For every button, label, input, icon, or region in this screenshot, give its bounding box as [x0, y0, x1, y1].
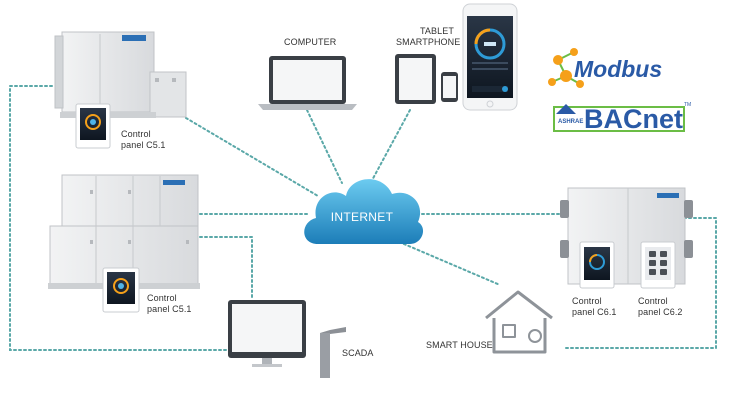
line-cloud-to-house	[389, 237, 501, 286]
scada-box-illustration	[320, 327, 346, 378]
panel-c61-label-line1: Control	[572, 296, 602, 306]
control-panel-c62	[640, 241, 676, 289]
smartphone-label: SMARTPHONE	[396, 37, 461, 47]
scada-label: SCADA	[342, 348, 374, 358]
internet-cloud	[304, 179, 424, 244]
bacnet-logo-text: BACnet	[584, 104, 683, 134]
ashrae-text: ASHRAE	[558, 119, 583, 125]
smart-house-label: SMART HOUSE	[426, 340, 493, 350]
bacnet-logo: ASHRAE BACnet TM	[553, 102, 691, 134]
line-unit-mid-to-scada	[199, 236, 253, 301]
bacnet-tm-text: TM	[684, 102, 691, 108]
tablet-illustration	[395, 54, 436, 104]
line-left-bus	[9, 85, 231, 351]
modbus-logo-text: Modbus	[574, 56, 662, 82]
small-phone-illustration	[441, 72, 458, 102]
tablet-label: TABLET	[420, 26, 454, 36]
connector-lines	[9, 85, 717, 351]
line-phone-to-cloud	[369, 109, 411, 185]
line-unit-top-to-cloud	[185, 117, 319, 197]
panel-c61-label-line2: panel C6.1	[572, 307, 617, 317]
line-computer-to-cloud	[306, 109, 343, 184]
panel-c62-label-line1: Control	[638, 296, 668, 306]
panel-c62-label-line2: panel C6.2	[638, 307, 683, 317]
panel-c51-top-label-line2: panel C5.1	[121, 140, 166, 150]
panel-c51-mid-label-line2: panel C5.1	[147, 304, 192, 314]
control-panel-c51-mid	[102, 267, 140, 313]
internet-label: INTERNET	[330, 210, 394, 224]
control-panel-c61	[579, 241, 615, 289]
laptop-illustration	[258, 56, 357, 110]
panel-c51-top-label-line1: Control	[121, 129, 151, 139]
ahu-unit-top	[54, 31, 187, 118]
modbus-logo: Modbus	[548, 48, 662, 88]
line-right-bus	[564, 217, 717, 349]
panel-c51-mid-label-line1: Control	[147, 293, 177, 303]
computer-label: COMPUTER	[284, 37, 337, 47]
smart-house-illustration	[485, 290, 553, 354]
monitor-illustration	[228, 300, 306, 367]
large-phone-illustration	[462, 3, 518, 111]
control-panel-c51-top	[75, 103, 111, 149]
